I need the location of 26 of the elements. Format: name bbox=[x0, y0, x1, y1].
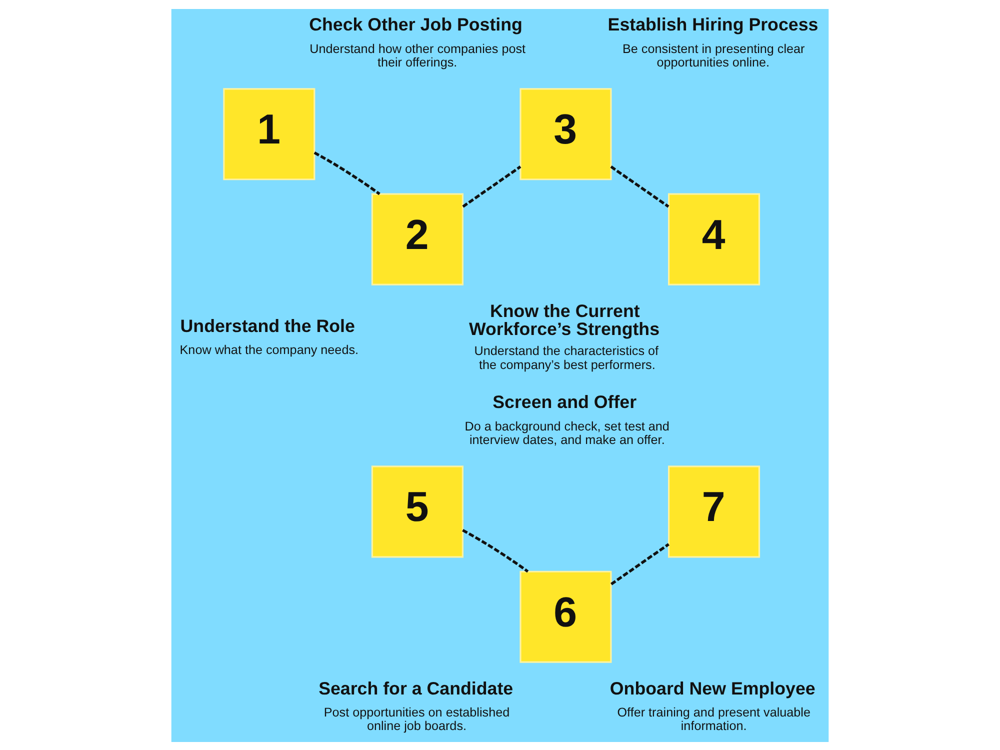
node-box: 4 bbox=[668, 192, 760, 285]
node-label: Do a background check, set test and interview dates, and make an offer. bbox=[464, 418, 670, 446]
node-box: 7 bbox=[668, 465, 760, 558]
node-box: 6 bbox=[520, 570, 612, 662]
node-box: 1 bbox=[223, 88, 316, 180]
node-label: Post opportunities on established online job boards. bbox=[324, 704, 510, 733]
connector bbox=[610, 542, 670, 585]
node-label: Onboard New Employee bbox=[610, 678, 816, 698]
node-label: Understand the Role bbox=[180, 315, 355, 336]
node-label: Understand how other companies post their offerings. bbox=[310, 41, 526, 69]
connector bbox=[462, 528, 529, 572]
node-label: Offer training and present valuable information. bbox=[617, 704, 811, 733]
connector bbox=[462, 165, 522, 208]
node-box: 3 bbox=[520, 88, 612, 180]
node-label: Check Other Job Posting bbox=[309, 14, 522, 34]
node-box: 5 bbox=[371, 465, 464, 558]
node-label: Know the Current Workforce’s Strengths bbox=[468, 300, 660, 339]
node-label: Know what the company needs. bbox=[180, 342, 359, 357]
connector bbox=[610, 165, 670, 208]
connector bbox=[314, 150, 380, 195]
node-label: Search for a Candidate bbox=[318, 678, 514, 698]
node-box: 2 bbox=[371, 192, 464, 285]
node-label: Understand the characteristics of the company’s best performers. bbox=[474, 344, 659, 372]
node-label: Establish Hiring Process bbox=[608, 14, 818, 34]
node-label: Screen and Offer bbox=[492, 392, 637, 412]
node-label: Be consistent in presenting clear opportunities online. bbox=[622, 41, 805, 69]
